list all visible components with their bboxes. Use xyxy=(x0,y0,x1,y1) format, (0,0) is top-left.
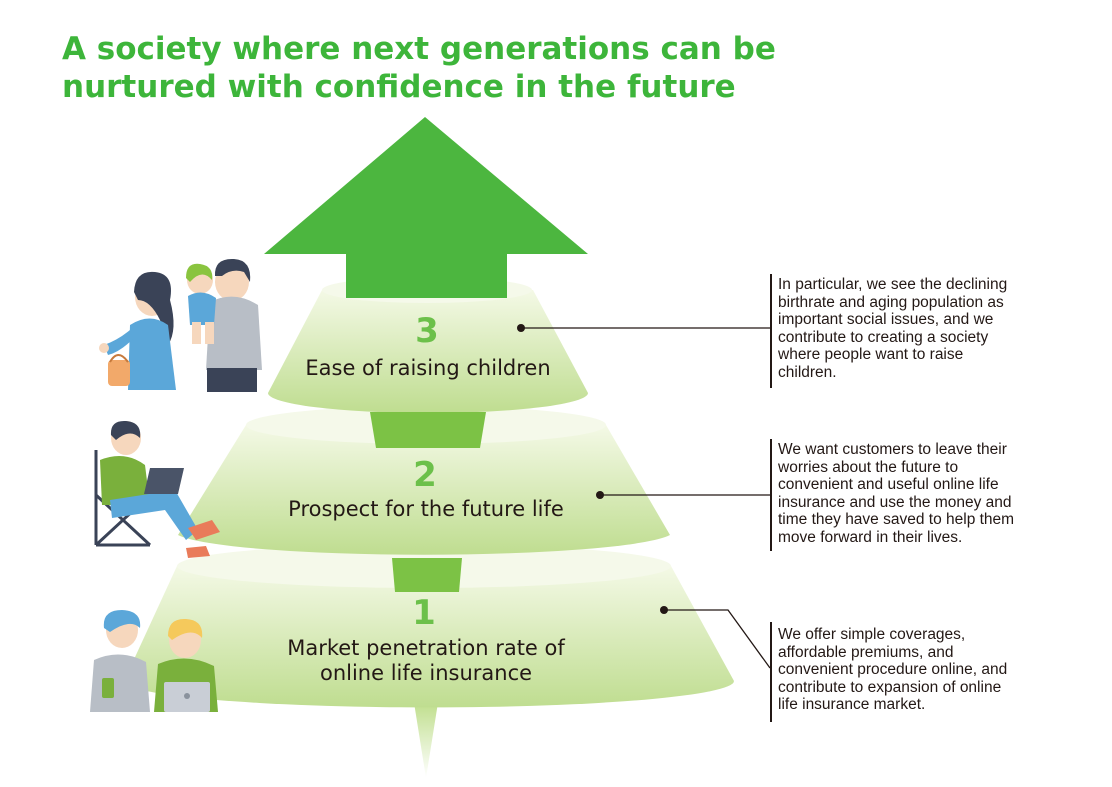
connector-2 xyxy=(596,491,770,499)
family-illustration xyxy=(99,258,262,392)
description-line: contribute to creating a society xyxy=(778,328,989,346)
two-people-with-devices-illustration xyxy=(90,610,218,712)
tier-1-description: We offer simple coverages, affordable pr… xyxy=(778,626,1007,714)
description-2-bar xyxy=(770,439,772,551)
tier-2-shape xyxy=(178,406,670,555)
description-line: children. xyxy=(778,363,837,381)
tier-1-label: Market penetration rate of online life i… xyxy=(226,636,626,686)
tier-1-label-line: Market penetration rate of xyxy=(287,636,565,660)
tier-1-label-line: online life insurance xyxy=(319,661,533,685)
tier-3-label-line: Ease of raising children xyxy=(305,356,551,380)
description-line: move forward in their lives. xyxy=(778,528,963,546)
description-line: We offer simple coverages, xyxy=(778,626,966,643)
description-line: In particular, we see the declining xyxy=(778,276,1008,293)
tier-2-number: 2 xyxy=(413,455,437,495)
description-3-bar xyxy=(770,274,772,388)
description-line: contribute to expansion of online xyxy=(778,678,1002,696)
person-with-laptop-illustration xyxy=(94,420,220,558)
description-line: where people want to raise xyxy=(778,346,964,363)
description-line: worries about the future to xyxy=(778,458,959,476)
description-line: convenient procedure online, and xyxy=(778,661,1008,678)
title-line: nurtured with confidence in the future xyxy=(62,69,736,105)
tier-2-label: Prospect for the future life xyxy=(226,497,626,522)
description-line: affordable premiums, and xyxy=(778,643,954,661)
title-line: A society where next generations can be xyxy=(62,31,776,67)
stem-3-2 xyxy=(370,412,486,448)
description-line: We want customers to leave their xyxy=(778,441,1007,458)
connector-3 xyxy=(517,324,770,332)
up-arrow xyxy=(264,117,588,298)
tier-3-description: In particular, we see the declining birt… xyxy=(778,276,1007,381)
description-line: insurance and use the money and xyxy=(778,493,1012,511)
description-line: important social issues, and we xyxy=(778,311,994,328)
description-line: birthrate and aging population as xyxy=(778,293,1004,311)
connector-1 xyxy=(660,606,771,669)
stem-2-1 xyxy=(392,558,462,592)
description-1-bar xyxy=(770,622,772,722)
page-title: A society where next generations can be … xyxy=(62,30,822,106)
bottom-spike xyxy=(412,690,440,778)
description-line: convenient and useful online life xyxy=(778,476,999,493)
tier-3-number: 3 xyxy=(415,311,439,351)
description-line: life insurance market. xyxy=(778,696,926,713)
tier-1-number: 1 xyxy=(412,593,436,633)
tier-3-label: Ease of raising children xyxy=(228,356,628,381)
description-line: time they have saved to help them xyxy=(778,511,1015,528)
tier-2-description: We want customers to leave their worries… xyxy=(778,441,1014,546)
tier-2-label-line: Prospect for the future life xyxy=(288,497,564,521)
